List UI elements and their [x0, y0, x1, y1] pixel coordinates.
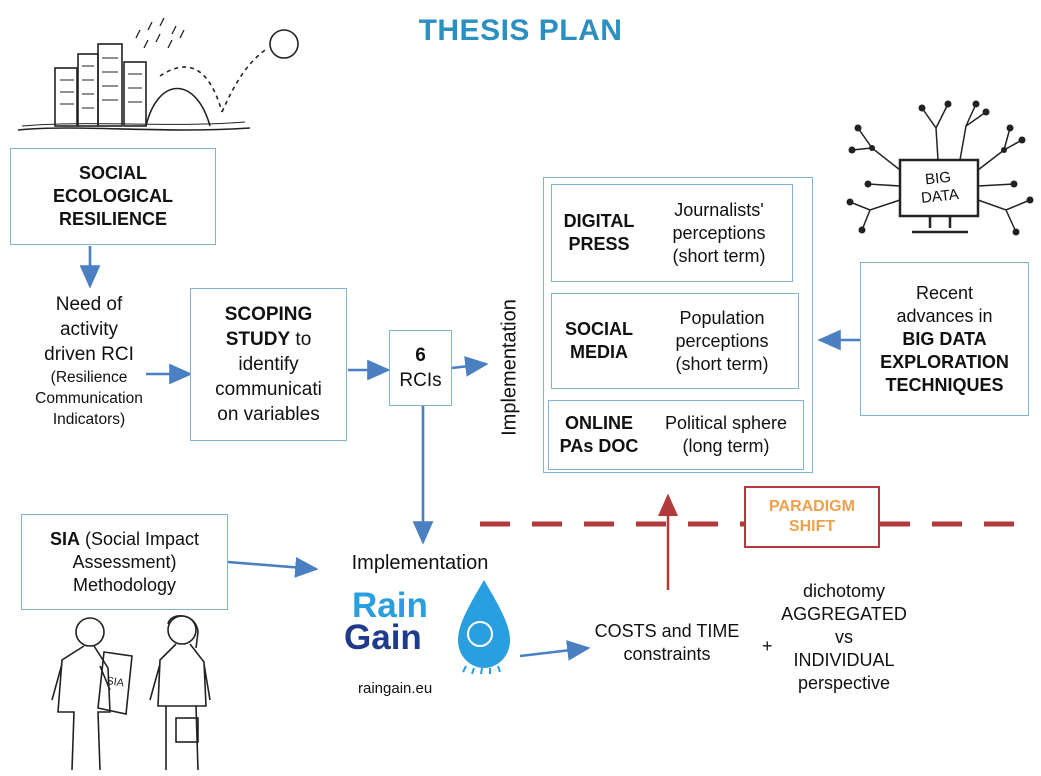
- need-line1: Need of: [55, 294, 123, 315]
- scoping-line3: identify: [238, 354, 299, 375]
- flow-arrows: [79, 246, 860, 661]
- rci-box: 6 RCIs: [389, 330, 452, 406]
- costs-line2: constraints: [623, 644, 711, 664]
- source-row-3-desc1: Political sphere: [664, 413, 788, 433]
- paradigm-line2: SHIFT: [788, 518, 836, 535]
- source-row-2-desc3: (short term): [675, 353, 769, 374]
- scoping-line5: on variables: [217, 404, 320, 425]
- scoping-rest2: to: [290, 329, 312, 350]
- source-row-3-name1: ONLINE: [564, 413, 633, 433]
- source-row-online-pas-doc: ONLINE PAs DOC Political sphere (long te…: [548, 400, 804, 470]
- rci-number: 6: [415, 345, 426, 366]
- advances-bold2: EXPLORATION: [880, 351, 1009, 372]
- need-line3: driven RCI: [44, 344, 134, 365]
- advances-line1: Recent: [915, 282, 974, 303]
- dichotomy-line3: vs: [835, 627, 853, 647]
- sia-line2: Assessment): [72, 551, 177, 572]
- city-sketch-icon: [17, 17, 299, 131]
- raingain-word2: Gain: [344, 618, 422, 657]
- big-data-advances-box: Recent advances in BIG DATA EXPLORATION …: [860, 262, 1029, 416]
- scoping-line4: communicati: [215, 379, 322, 400]
- sia-line3: Methodology: [72, 574, 177, 595]
- implementation-vertical-label: Implementation: [498, 299, 521, 436]
- need-line6: Indicators): [52, 411, 126, 428]
- paradigm-line1: PARADIGM: [769, 498, 855, 515]
- scoping-line2: STUDY to: [226, 327, 312, 352]
- sia-bold: SIA: [49, 528, 80, 549]
- scoping-bold1: SCOPING: [224, 304, 313, 325]
- raingain-drop-icon: [458, 580, 510, 675]
- source-row-1-desc1: Journalists': [674, 199, 764, 220]
- source-row-1-desc3: (short term): [672, 245, 766, 266]
- dichotomy-line1: dichotomy: [802, 581, 886, 601]
- ser-line3: RESILIENCE: [58, 209, 168, 229]
- people-sketch-icon: [51, 615, 211, 771]
- sia-sketch-label: SIA: [106, 675, 126, 689]
- costs-text: COSTS and TIME constraints: [582, 620, 752, 666]
- source-row-1-name2: PRESS: [568, 234, 630, 254]
- advances-bold1: BIG DATA: [902, 328, 987, 349]
- page-title: THESIS PLAN: [418, 14, 623, 47]
- source-row-3-name2: PAs DOC: [559, 436, 639, 456]
- scoping-bold2: STUDY: [225, 329, 291, 350]
- raingain-logo: Rain Gain: [344, 586, 464, 657]
- need-line4: (Resilience: [50, 369, 128, 386]
- implementation-horizontal-label: Implementation: [351, 552, 489, 574]
- source-row-2-name1: SOCIAL: [564, 319, 633, 339]
- source-row-2-desc2: perceptions: [675, 330, 769, 351]
- ser-line1: SOCIAL: [78, 163, 147, 183]
- dichotomy-text: dichotomy AGGREGATED vs INDIVIDUAL persp…: [772, 580, 916, 695]
- raingain-url-link[interactable]: raingain.eu: [358, 680, 433, 697]
- raingain-word1: Rain: [352, 586, 428, 625]
- advances-bold3: TECHNIQUES: [885, 374, 1004, 395]
- need-line2: activity: [59, 319, 119, 340]
- need-text: Need of activity driven RCI (Resilience …: [14, 292, 164, 430]
- rci-label: RCIs: [399, 370, 442, 391]
- dichotomy-line4: INDIVIDUAL: [793, 650, 895, 670]
- sia-rest1: (Social Impact: [79, 528, 200, 549]
- costs-line1: COSTS and TIME: [594, 621, 740, 641]
- scoping-study-box: SCOPING STUDY to identify communicati on…: [190, 288, 347, 441]
- source-row-2-name2: MEDIA: [570, 342, 628, 362]
- source-row-1-desc2: perceptions: [672, 222, 766, 243]
- source-row-social-media: SOCIAL MEDIA Population perceptions (sho…: [551, 293, 799, 389]
- paradigm-shift-box: PARADIGM SHIFT: [744, 486, 880, 548]
- sia-box: SIA (Social Impact Assessment) Methodolo…: [21, 514, 228, 610]
- ser-line2: ECOLOGICAL: [53, 186, 173, 206]
- advances-line2: advances in: [896, 305, 993, 326]
- source-row-digital-press: DIGITAL PRESS Journalists' perceptions (…: [551, 184, 793, 282]
- source-row-3-desc2: (long term): [682, 436, 770, 456]
- dichotomy-line5: perspective: [797, 673, 891, 693]
- dichotomy-line2: AGGREGATED: [781, 604, 907, 624]
- social-ecological-resilience-box: SOCIAL ECOLOGICAL RESILIENCE: [10, 148, 216, 245]
- sia-line1: SIA (Social Impact: [50, 528, 199, 551]
- big-data-icon-text: BIG DATA: [900, 160, 979, 215]
- source-row-2-desc1: Population: [679, 307, 765, 328]
- source-row-1-name1: DIGITAL: [563, 211, 635, 231]
- need-line5: Communication: [35, 390, 143, 407]
- big-data-sketch-icon: [846, 100, 1034, 236]
- big-data-line2: DATA: [920, 186, 960, 207]
- plus-sign: +: [762, 636, 773, 656]
